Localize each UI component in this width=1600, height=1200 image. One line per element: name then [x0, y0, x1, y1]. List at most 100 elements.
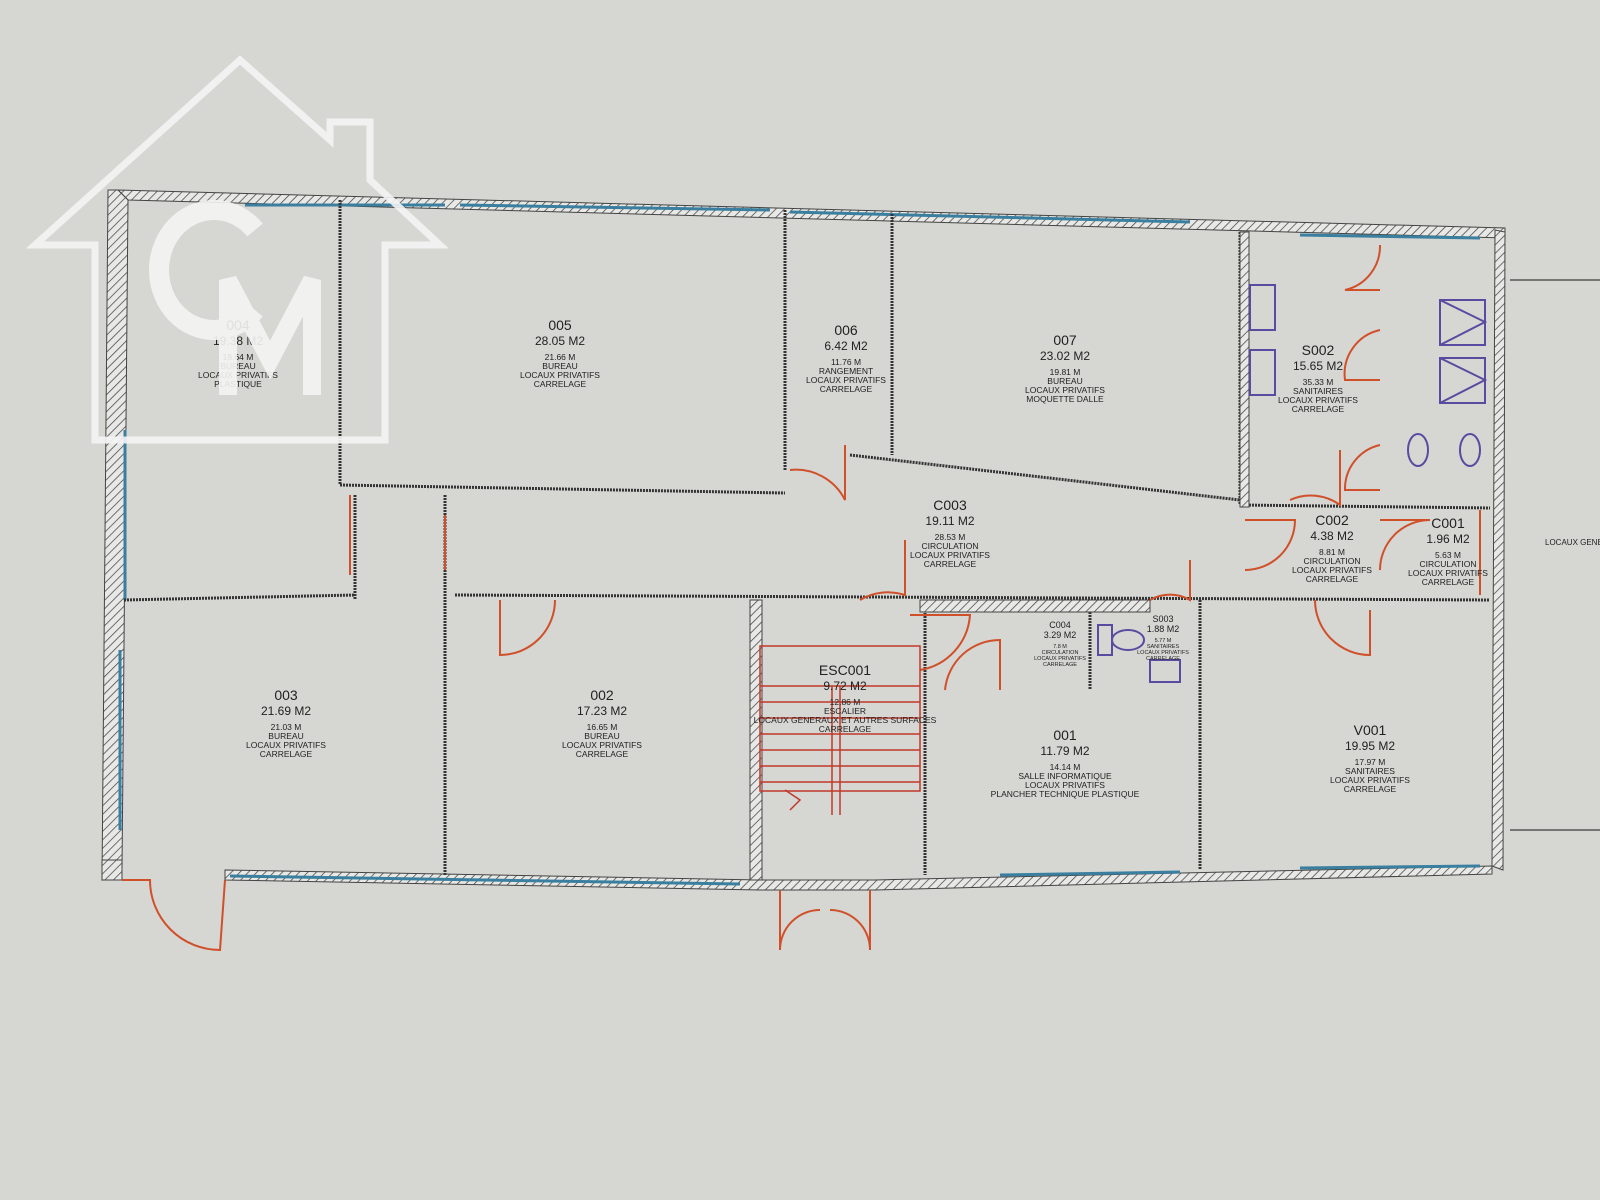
room-area: 17.23 M2: [577, 704, 627, 718]
room-category: LOCAUX PRIVATIFS: [1292, 565, 1372, 575]
room-floor: CARRELAGE: [1344, 784, 1397, 794]
room-perimeter: 7.8 M: [1053, 644, 1067, 650]
room-id: S002: [1302, 342, 1335, 358]
room-perimeter: 11.76 M: [831, 357, 861, 367]
room-floor: CARRELAGE: [820, 384, 873, 394]
room-category: LOCAUX PRIVATIFS: [562, 740, 642, 750]
room-area: 21.69 M2: [261, 704, 311, 718]
room-perimeter: 5.63 M: [1435, 550, 1461, 560]
doors: [122, 244, 1481, 952]
room-id: 007: [1053, 332, 1077, 348]
room-id: S003: [1152, 614, 1173, 624]
room-use: CIRCULATION: [1042, 650, 1079, 656]
room-area: 15.65 M2: [1293, 359, 1343, 373]
room-perimeter: 28.53 M: [935, 532, 966, 542]
room-category: LOCAUX PRIVATIFS: [1137, 650, 1189, 656]
room-perimeter: 8.81 M: [1319, 547, 1345, 557]
room-area: 4.38 M2: [1310, 529, 1354, 543]
interior-walls: [123, 200, 1491, 880]
room-area: 28.05 M2: [535, 334, 585, 348]
room-id: 001: [1053, 727, 1077, 743]
room-floor: CARRELAGE: [576, 749, 629, 759]
sink-icon: [1149, 659, 1181, 683]
shower-icon: [1439, 299, 1486, 346]
room-perimeter: 17.97 M: [1355, 757, 1386, 767]
room-perimeter: 12.86 M: [830, 697, 861, 707]
room-area: 9.72 M2: [823, 679, 867, 693]
room-use: SANITAIRES: [1345, 766, 1395, 776]
interior-wall-hatched: [749, 231, 1250, 881]
shower-icon: [1439, 357, 1486, 404]
cm-logo-watermark: [25, 55, 449, 444]
room-area: 1.96 M2: [1426, 532, 1470, 546]
room-category: LOCAUX PRIVATIFS: [1025, 385, 1105, 395]
room-id: ESC001: [819, 662, 871, 678]
toilet-icon: [1111, 629, 1145, 651]
room-category: LOCAUX PRIVATIFS: [1034, 656, 1086, 662]
room-area: 19.95 M2: [1345, 739, 1395, 753]
room-use: ESCALIER: [824, 706, 866, 716]
toilet-icon: [1459, 433, 1481, 467]
room-floor: CARRELAGE: [924, 559, 977, 569]
room-category: LOCAUX PRIVATIFS: [910, 550, 990, 560]
room-area: 23.02 M2: [1040, 349, 1090, 363]
sink-icon: [1249, 284, 1276, 331]
room-category: LOCAUX PRIVATIFS: [520, 370, 600, 380]
toilet-icon: [1407, 433, 1429, 467]
room-perimeter: 16.65 M: [587, 722, 618, 732]
room-floor: PLANCHER TECHNIQUE PLASTIQUE: [991, 789, 1140, 799]
room-area: 11.79 M2: [1040, 744, 1089, 758]
room-id: C003: [933, 497, 967, 513]
room-area: 19.11 M2: [925, 514, 974, 528]
room-id: V001: [1354, 722, 1387, 738]
room-use: SANITAIRES: [1293, 386, 1343, 396]
room-id: C002: [1315, 512, 1349, 528]
room-use: CIRCULATION: [1304, 556, 1361, 566]
room-category: LOCAUX PRIVATIFS: [198, 370, 278, 380]
room-floor: CARRELAGE: [534, 379, 587, 389]
room-id: 006: [834, 322, 858, 338]
room-use: RANGEMENT: [819, 366, 873, 376]
room-id: 003: [274, 687, 298, 703]
room-use: SANITAIRES: [1147, 644, 1180, 650]
room-area: 3.29 M2: [1044, 630, 1077, 640]
room-floor: CARRELAGE: [1422, 577, 1475, 587]
room-perimeter: 14.14 M: [1050, 762, 1081, 772]
room-floor: PLASTIQUE: [214, 379, 262, 389]
room-perimeter: 5.77 M: [1155, 638, 1172, 644]
room-use: CIRCULATION: [1420, 559, 1477, 569]
room-floor: CARRELAGE: [1292, 404, 1345, 414]
room-floor: CARRELAGE: [1306, 574, 1359, 584]
room-category: LOCAUX PRIVATIFS: [806, 375, 886, 385]
room-use: BUREAU: [584, 731, 619, 741]
sink-icon: [1249, 349, 1276, 396]
room-category: LOCAUX PRIVATIFS: [1025, 780, 1105, 790]
room-id: 005: [548, 317, 572, 333]
room-perimeter: 35.33 M: [1303, 377, 1334, 387]
room-id: C001: [1431, 515, 1465, 531]
room-use: BUREAU: [1047, 376, 1082, 386]
room-category: LOCAUX PRIVATIFS: [1408, 568, 1488, 578]
room-use: BUREAU: [268, 731, 303, 741]
room-perimeter: 21.03 M: [271, 722, 302, 732]
room-id: C004: [1049, 620, 1071, 630]
room-perimeter: 21.66 M: [545, 352, 576, 362]
room-id: 002: [590, 687, 614, 703]
room-use: BUREAU: [542, 361, 577, 371]
room-use: SALLE INFORMATIQUE: [1018, 771, 1112, 781]
room-use: CIRCULATION: [922, 541, 979, 551]
